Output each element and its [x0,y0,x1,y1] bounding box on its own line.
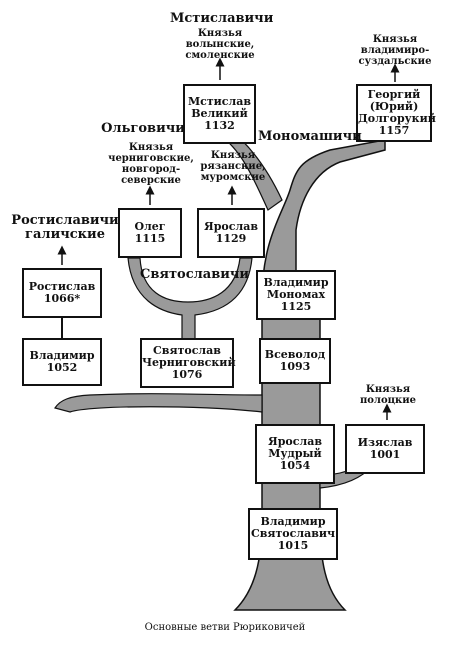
node-year: 1066* [43,292,81,305]
label-chernigov-princes: Князья черниговские, новгород- северские [106,142,196,186]
figure-caption: Основные ветви Рюриковичей [144,622,306,633]
node-name: Владимир [29,349,95,362]
princes-line: Князья [365,384,411,395]
node-year: 1076 [171,368,203,381]
node-name: Святославич [250,527,336,540]
princes-line: Князья [372,34,418,45]
node-georgy: Георгий (Юрий) Долгорукий 1157 [356,84,436,142]
node-year: 1115 [134,232,166,245]
princes-line: полоцкие [359,395,417,406]
node-year: 1054 [279,459,311,472]
node-name: Черниговский [142,356,236,369]
princes-line: суздальские [358,56,432,67]
node-svyatoslav: Святослав Черниговский 1076 [140,338,236,388]
node-year: 1015 [277,539,309,552]
svyatoslavichi-cup [127,257,253,341]
node-year: 1125 [280,300,312,313]
label-volyn-princes: Князья волынские, смоленские [170,28,270,61]
node-oleg: Олег 1115 [118,208,182,258]
node-rostislav: Ростислав 1066* [22,268,102,318]
node-name: Долгорукий [358,112,436,125]
branch-name: галичские [25,227,105,242]
node-name: Всеволод [264,348,326,361]
node-vladimir-svyatoslavich: Владимир Святославич 1015 [248,508,338,560]
node-mstislav: Мстислав Великий 1132 [183,84,256,144]
princes-line: Князья [210,150,256,161]
label-ryazan-princes: Князья рязанские, муромские [193,150,273,183]
node-izyaslav: Изяслав 1001 [345,424,425,474]
node-year: 1093 [279,360,311,373]
branch-name: Ольговичи [101,121,185,136]
princes-line: Князья [128,142,174,153]
branch-name: Святославичи [140,267,250,282]
node-vladimir-1052: Владимир 1052 [22,338,102,386]
node-name: Изяслав [357,436,413,449]
princes-line: Князья [197,28,243,39]
node-year: 1157 [378,124,410,137]
node-name: Святослав [153,344,221,357]
princes-line: новгород- [121,164,181,175]
label-vladimir-suzdal-princes: Князья владимиро- суздальские [345,34,445,67]
node-year: 1052 [46,361,78,374]
node-yaroslav-1129: Ярослав 1129 [197,208,265,258]
node-year: 1001 [369,448,401,461]
node-name: Владимир [263,276,329,289]
node-year: 1132 [204,119,235,132]
node-vsevolod: Всеволод 1093 [259,338,331,384]
branch-name: Мстиславичи [170,11,274,26]
node-name: Ярослав [268,435,322,448]
node-year: 1129 [215,232,247,245]
princes-line: смоленские [185,50,255,61]
node-name: (Юрий) [369,100,419,113]
princes-line: владимиро- [360,45,430,56]
princes-line: волынские, [185,39,255,50]
branch-name: Мономашичи [258,129,362,144]
node-name: Мономах [266,288,326,301]
node-vladimir-monomakh: Владимир Мономах 1125 [256,270,336,320]
label-svyatoslavichi: Святославичи [140,267,250,282]
label-mstislavichi: Мстиславичи [170,11,274,26]
node-name: Олег [134,220,166,233]
branch-left [54,393,263,413]
label-monomashichi: Мономашичи [258,129,362,144]
princes-line: рязанские, [200,161,266,172]
princes-line: северские [121,175,181,186]
node-yaroslav-mudry: Ярослав Мудрый 1054 [255,424,335,484]
label-olgovichi: Ольговичи [98,122,188,136]
node-name: Ростислав [28,280,96,293]
princes-line: муромские [200,172,266,183]
branch-name: Ростиславичи [11,213,119,228]
princes-line: черниговские, [108,153,194,164]
node-name: Великий [191,107,248,120]
node-name: Владимир [260,515,326,528]
label-rostislavichi: Ростиславичи галичские [10,214,120,242]
label-polotsk-princes: Князья полоцкие [348,384,428,406]
node-name: Мстислав [187,95,252,108]
node-name: Мудрый [268,447,322,460]
node-name: Георгий [367,88,421,101]
node-name: Ярослав [204,220,258,233]
